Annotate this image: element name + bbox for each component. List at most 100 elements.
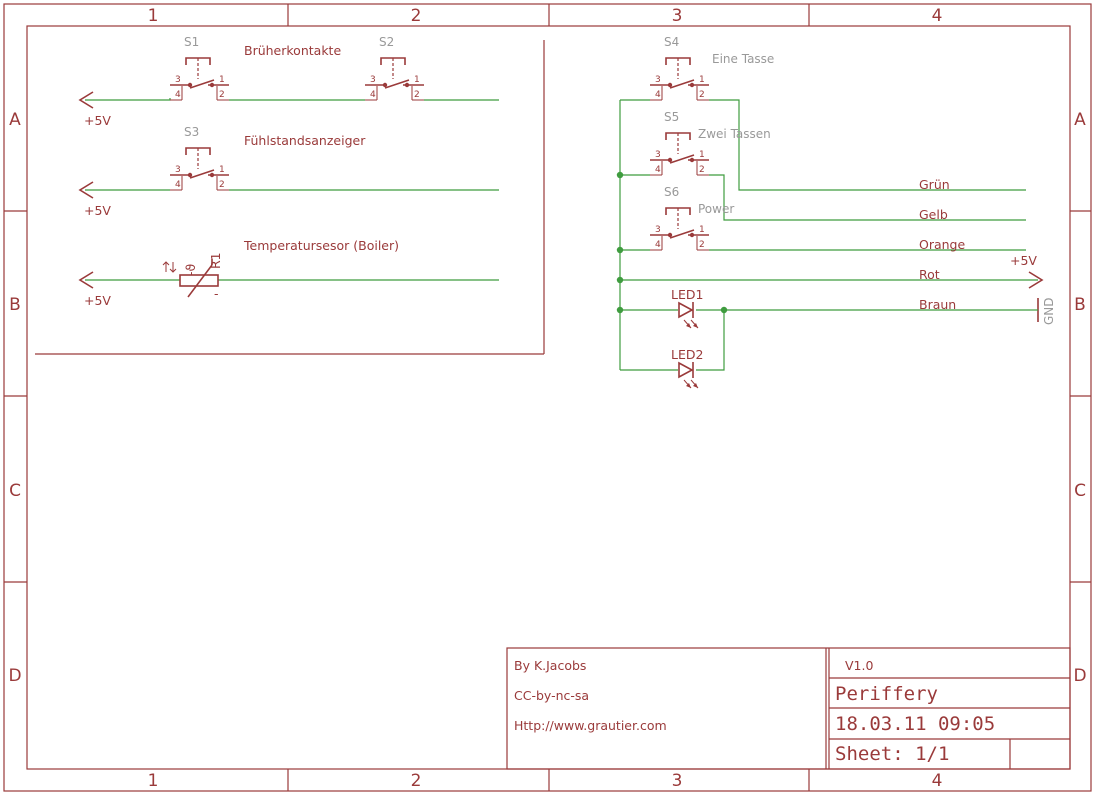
supply-arrow-2 — [78, 181, 94, 199]
switch-s3-value: Fühlstandsanzeiger — [244, 133, 366, 148]
switch-s1-value: Brüherkontakte — [244, 43, 341, 58]
title-block-license: CC-by-nc-sa — [514, 688, 589, 703]
wire-row-s1-s2: +5V — [78, 91, 499, 128]
switch-s1[interactable]: S1 3 4 1 2 — [170, 35, 229, 101]
zone-row-right-b: B — [1074, 295, 1086, 315]
net-label-gelb: Gelb — [919, 207, 948, 222]
svg-text:3: 3 — [175, 75, 181, 85]
switch-s1-name: S1 — [184, 35, 199, 49]
supply-arrow-3 — [78, 271, 94, 289]
zone-col-top-3: 3 — [672, 6, 683, 26]
switch-s6-name: S6 — [664, 185, 679, 199]
svg-text:2: 2 — [219, 180, 225, 190]
title-block-sheet: Sheet: 1/1 — [835, 743, 949, 765]
supply-label-1: +5V — [84, 113, 111, 128]
net-label-orange: Orange — [919, 237, 965, 252]
title-block-url: Http://www.grautier.com — [514, 718, 667, 733]
supply-label-2: +5V — [84, 203, 111, 218]
zone-col-top-1: 1 — [148, 6, 159, 26]
svg-text:3: 3 — [655, 75, 661, 85]
svg-text:2: 2 — [699, 165, 705, 175]
supply-arrow-4: +5V — [1010, 253, 1044, 289]
title-block-title: Periffery — [835, 683, 938, 705]
switch-s5-value: Zwei Tassen — [698, 127, 771, 141]
switch-s6[interactable]: S6 3 4 1 2 — [650, 185, 709, 251]
svg-text:4: 4 — [175, 90, 181, 100]
svg-text:2: 2 — [219, 90, 225, 100]
zone-row-right-a: A — [1074, 110, 1086, 130]
svg-text:1: 1 — [699, 225, 705, 235]
group-box-left — [35, 40, 545, 355]
zone-row-right-d: D — [1073, 666, 1086, 686]
thermistor-r1[interactable]: -ϑ R1 - — [162, 252, 223, 301]
svg-text:3: 3 — [370, 75, 376, 85]
zone-col-bottom-4: 4 — [932, 771, 943, 791]
right-wiring — [616, 99, 1038, 371]
svg-text:4: 4 — [655, 165, 661, 175]
switch-s2-name: S2 — [379, 35, 394, 49]
supply-label-3: +5V — [84, 293, 111, 308]
wire-row-r1: +5V — [78, 271, 499, 308]
zone-col-top-2: 2 — [411, 6, 422, 26]
switch-s4-value: Eine Tasse — [712, 52, 774, 66]
title-block-version: V1.0 — [845, 658, 873, 673]
switch-s2[interactable]: S2 3 4 1 2 — [365, 35, 424, 101]
gnd-symbol: GND — [1030, 297, 1056, 325]
zone-col-bottom-3: 3 — [672, 771, 683, 791]
net-label-braun: Braun — [919, 297, 956, 312]
switch-s5[interactable]: S5 3 4 1 2 — [650, 110, 709, 176]
zone-labels: 1 2 3 4 1 2 3 4 A B C D A B C D — [8, 6, 1086, 791]
led2[interactable]: LED2 — [671, 347, 703, 389]
svg-text:3: 3 — [655, 150, 661, 160]
zone-col-bottom-2: 2 — [411, 771, 422, 791]
zone-row-left-d: D — [8, 666, 21, 686]
thermistor-r1-name: R1 — [208, 252, 223, 269]
title-block-author: By K.Jacobs — [514, 658, 586, 673]
svg-text:4: 4 — [175, 180, 181, 190]
zone-col-top-4: 4 — [932, 6, 943, 26]
svg-text:1: 1 — [699, 150, 705, 160]
zone-row-left-b: B — [9, 295, 21, 315]
supply-arrow-1 — [78, 91, 94, 109]
switch-s4-name: S4 — [664, 35, 679, 49]
supply-label-4: +5V — [1010, 253, 1037, 268]
led1[interactable]: LED1 — [671, 287, 703, 329]
switch-s4[interactable]: S4 3 4 1 2 — [650, 35, 709, 101]
switch-s5-name: S5 — [664, 110, 679, 124]
svg-text:1: 1 — [219, 165, 225, 175]
heat-arrows-icon — [162, 261, 177, 273]
gnd-label: GND — [1042, 297, 1056, 325]
svg-text:2: 2 — [414, 90, 420, 100]
switch-s3-name: S3 — [184, 125, 199, 139]
net-label-gruen: Grün — [919, 177, 950, 192]
wire-row-s3: +5V — [78, 181, 499, 218]
led2-emission-icon — [683, 379, 699, 389]
thermistor-r1-minus: - — [214, 286, 219, 301]
switch-s6-value: Power — [698, 202, 734, 216]
zone-row-left-c: C — [9, 481, 21, 501]
switch-s3[interactable]: S3 3 4 1 2 — [170, 125, 229, 191]
thermistor-r1-symbol: -ϑ — [183, 264, 198, 276]
svg-text:4: 4 — [370, 90, 376, 100]
zone-row-right-c: C — [1074, 481, 1086, 501]
led1-emission-icon — [683, 319, 699, 329]
net-labels: Grün Gelb Orange Rot Braun — [919, 177, 965, 312]
svg-text:4: 4 — [655, 240, 661, 250]
net-label-rot: Rot — [919, 267, 940, 282]
svg-text:1: 1 — [414, 75, 420, 85]
led1-name: LED1 — [671, 287, 703, 302]
thermistor-r1-value: Temperatursesor (Boiler) — [243, 238, 399, 253]
title-block: By K.Jacobs CC-by-nc-sa Http://www.graut… — [506, 647, 1071, 770]
svg-text:4: 4 — [655, 90, 661, 100]
svg-text:2: 2 — [699, 240, 705, 250]
svg-text:1: 1 — [219, 75, 225, 85]
svg-text:1: 1 — [699, 75, 705, 85]
svg-text:3: 3 — [655, 225, 661, 235]
zone-row-left-a: A — [9, 110, 21, 130]
title-block-date: 18.03.11 09:05 — [835, 713, 995, 735]
svg-text:3: 3 — [175, 165, 181, 175]
led2-name: LED2 — [671, 347, 703, 362]
zone-col-bottom-1: 1 — [148, 771, 159, 791]
svg-text:2: 2 — [699, 90, 705, 100]
